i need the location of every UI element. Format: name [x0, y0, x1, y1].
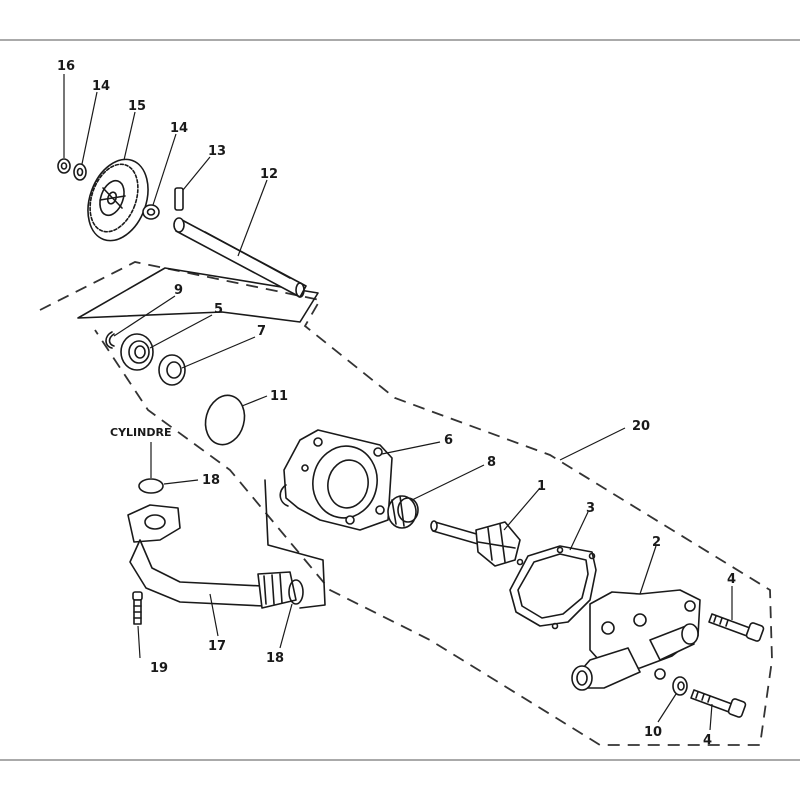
pipe-part-17 [127, 504, 297, 609]
assembly-boundary [39, 261, 773, 746]
callout-20: 20 [632, 419, 650, 434]
gasket-part-3 [509, 545, 597, 630]
callout-8: 8 [487, 455, 496, 470]
callout-3: 3 [586, 501, 595, 516]
callout-9: 9 [174, 283, 183, 298]
o-ring-part-18-lower [288, 579, 304, 605]
callout-5: 5 [214, 302, 223, 317]
callout-10: 10 [644, 725, 662, 740]
callout-6: 6 [444, 433, 453, 448]
callout-18-upper: 18 [202, 473, 220, 488]
washer-part-14-upper [73, 163, 87, 181]
shaft-plate [77, 267, 319, 323]
mech-seal-part-8 [387, 495, 419, 529]
cylinder-label: CYLINDRE [110, 426, 171, 439]
seal-part-7 [158, 354, 186, 386]
callout-18-lower: 18 [266, 651, 284, 666]
pipe-bracket-frame [264, 479, 326, 609]
callout-14-lower: 14 [170, 121, 188, 136]
gear-part-15 [87, 158, 149, 242]
callout-17: 17 [208, 639, 226, 654]
washer-part-10 [672, 676, 688, 696]
leader-lines [63, 74, 733, 731]
callout-14-upper: 14 [92, 79, 110, 94]
callout-1: 1 [537, 479, 546, 494]
circlip-part-9 [105, 331, 115, 349]
pump-body-part-6 [279, 429, 393, 531]
callout-11: 11 [270, 389, 288, 404]
callout-13: 13 [208, 144, 226, 159]
callout-4-upper: 4 [727, 572, 736, 587]
callout-16: 16 [57, 59, 75, 74]
callout-19: 19 [150, 661, 168, 676]
nut-part-16 [57, 158, 71, 174]
callout-15: 15 [128, 99, 146, 114]
pump-cover-part-2 [571, 589, 701, 691]
pin-part-13 [174, 187, 184, 211]
callout-7: 7 [257, 324, 266, 339]
bolt-part-4-lower [690, 689, 747, 718]
o-ring-part-18-upper [138, 478, 164, 494]
bearing-part-5 [120, 333, 154, 371]
callout-12: 12 [260, 167, 278, 182]
bolt-part-19 [132, 591, 143, 625]
o-ring-part-11 [204, 394, 246, 446]
callout-2: 2 [652, 535, 661, 550]
callout-labels: 16 14 15 14 13 12 9 5 7 11 6 8 20 1 3 2 … [57, 59, 736, 748]
washer-part-14-lower [142, 204, 160, 220]
impeller-part-1 [430, 520, 521, 567]
bolt-part-4-upper [708, 613, 765, 642]
shaft-part-12 [173, 217, 307, 298]
callout-4-lower: 4 [703, 733, 712, 748]
